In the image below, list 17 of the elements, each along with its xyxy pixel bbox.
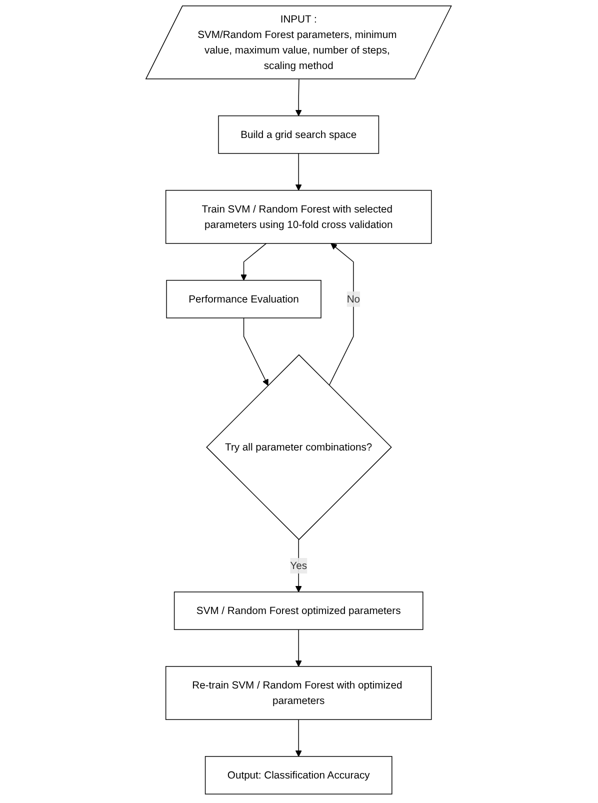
- arrow: [296, 629, 302, 667]
- arrow: [244, 318, 269, 386]
- edge-label: Yes: [290, 559, 308, 572]
- arrow: [240, 243, 267, 281]
- node-diamond: Try all parameter combinations?: [206, 354, 392, 540]
- arrow: [296, 153, 302, 191]
- node-box: Train SVM / Random Forest with selected parameters using 10-fold cross validation: [166, 190, 432, 244]
- arrow: [296, 78, 302, 116]
- node-box: SVM / Random Forest optimized parameters: [174, 592, 424, 630]
- node-box: Re-train SVM / Random Forest with optimized parameters: [166, 666, 432, 720]
- arrow: [296, 719, 302, 757]
- node-box: Build a grid search space: [218, 115, 380, 154]
- node-box: Output: Classification Accuracy: [205, 756, 393, 794]
- node-box: Performance Evaluation: [166, 280, 322, 318]
- edge-label: No: [347, 292, 360, 305]
- arrow: [329, 243, 354, 386]
- arrow: [296, 539, 302, 592]
